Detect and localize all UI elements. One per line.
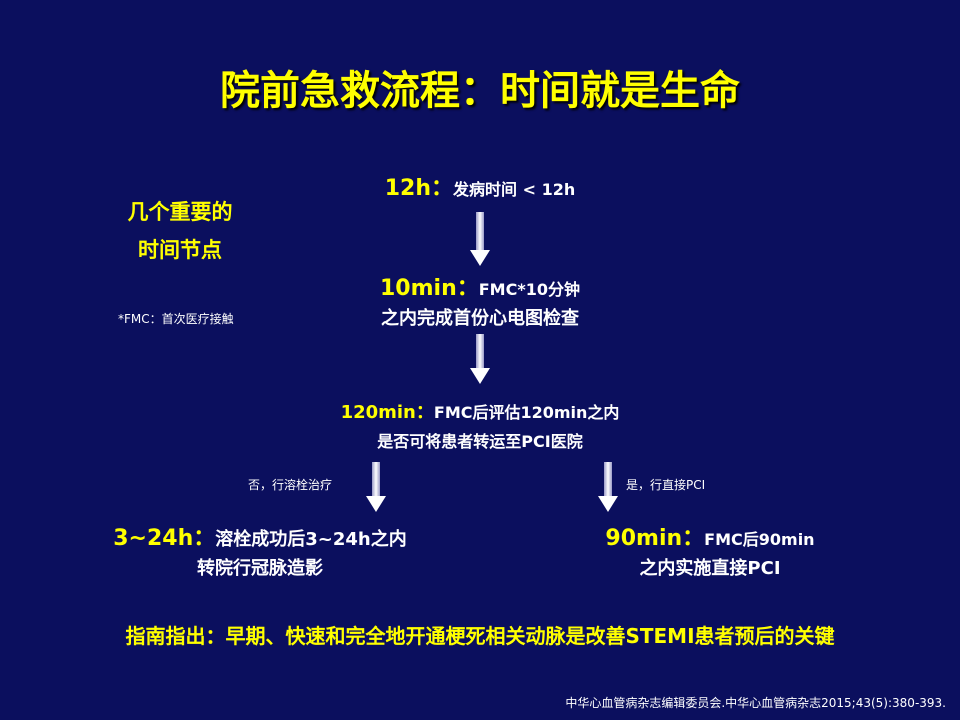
- node-12h-time: 12h：: [384, 176, 454, 201]
- node-90min-time: 90min：: [605, 526, 705, 551]
- node-10min-time: 10min：: [380, 276, 479, 301]
- node-3-24h-desc: 溶栓成功后3~24h之内: [215, 529, 407, 550]
- branch-label-no: 否，行溶栓治疗: [248, 478, 333, 492]
- guideline-statement: 指南指出：早期、快速和完全地开通梗死相关动脉是改善STEMI患者预后的关键: [125, 624, 835, 648]
- node-3-24h-line2: 转院行冠脉造影: [197, 558, 323, 579]
- side-note-line2: 时间节点: [138, 238, 222, 262]
- arrow-120min-to-90min: [598, 462, 618, 512]
- node-3-24h: 3~24h：溶栓成功后3~24h之内 转院行冠脉造影: [60, 520, 460, 580]
- node-10min: 10min：FMC*10分钟 之内完成首份心电图检查: [280, 270, 680, 330]
- node-3-24h-time: 3~24h：: [113, 526, 216, 551]
- side-note-line1: 几个重要的: [127, 200, 233, 224]
- citation: 中华心血管病杂志编辑委员会.中华心血管病杂志2015;43(5):380-393…: [565, 696, 946, 710]
- node-120min-line2: 是否可将患者转运至PCI医院: [377, 432, 583, 451]
- node-120min: 120min：FMC后评估120min之内 是否可将患者转运至PCI医院: [280, 398, 680, 452]
- node-120min-time: 120min：: [340, 402, 434, 423]
- fmc-footnote: *FMC：首次医疗接触: [118, 312, 234, 326]
- node-12h: 12h：发病时间 < 12h: [280, 170, 680, 202]
- arrow-120min-to-3-24h: [366, 462, 386, 512]
- node-90min: 90min：FMC后90min 之内实施直接PCI: [510, 520, 910, 580]
- node-12h-desc: 发病时间 < 12h: [453, 180, 576, 199]
- node-10min-line2: 之内完成首份心电图检查: [381, 308, 579, 329]
- node-90min-line2: 之内实施直接PCI: [639, 558, 781, 579]
- node-10min-desc: FMC*10分钟: [478, 280, 580, 299]
- branch-label-yes: 是，行直接PCI: [626, 478, 706, 492]
- arrow-12h-to-10min: [470, 212, 490, 266]
- node-120min-desc: FMC后评估120min之内: [433, 403, 620, 422]
- slide-title: 院前急救流程：时间就是生命: [220, 68, 740, 114]
- node-90min-desc: FMC后90min: [704, 530, 815, 549]
- arrow-10min-to-120min: [470, 334, 490, 384]
